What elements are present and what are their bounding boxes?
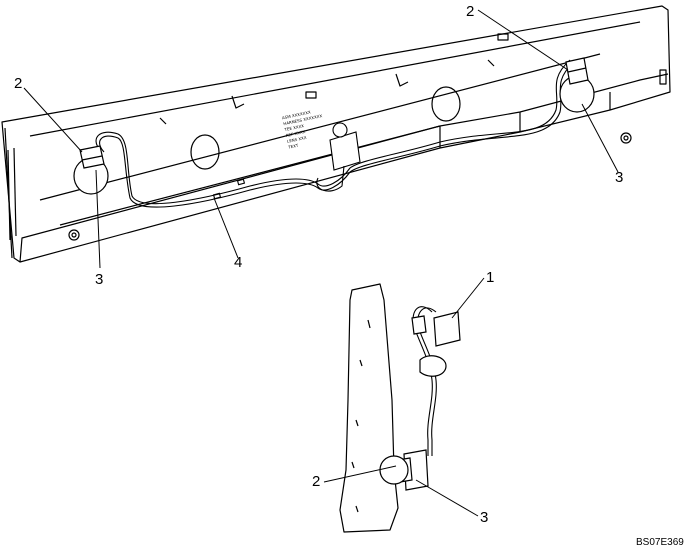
callout-labels: 2 3 2 3 4 1 2 3 xyxy=(14,3,623,526)
svg-text:ASM XXXXXXX: ASM XXXXXXX xyxy=(282,109,312,120)
figure-code: BS07E369 xyxy=(636,537,684,548)
callout-socket-left: 3 xyxy=(95,271,103,288)
svg-text:TEXT: TEXT xyxy=(287,143,299,150)
socket-detail xyxy=(379,449,429,491)
callout-socket-detail: 3 xyxy=(480,509,488,526)
right-bulb-socket xyxy=(559,57,595,113)
side-view-harness xyxy=(412,306,437,456)
left-bulb-socket xyxy=(73,145,109,195)
connector-detail xyxy=(411,311,461,377)
callout-socket-right: 3 xyxy=(615,169,623,186)
callout-bulb-right: 2 xyxy=(466,3,474,20)
callout-leaders xyxy=(23,9,619,517)
svg-text:TEE XXXX: TEE XXXX xyxy=(283,123,305,132)
wiring-harness xyxy=(95,59,575,208)
callout-harness: 4 xyxy=(234,254,242,271)
callout-bulb-left: 2 xyxy=(14,75,22,92)
svg-text:REF XXXX: REF XXXX xyxy=(285,129,306,138)
callout-connector-detail: 1 xyxy=(486,269,494,286)
decal-label: ASM XXXXXXX HARNESS XXXXXXX TEE XXXX REF… xyxy=(282,109,323,150)
callout-bulb-detail: 2 xyxy=(312,473,320,490)
svg-text:LENS XXX: LENS XXX xyxy=(287,135,308,144)
side-view-bracket xyxy=(339,283,399,533)
